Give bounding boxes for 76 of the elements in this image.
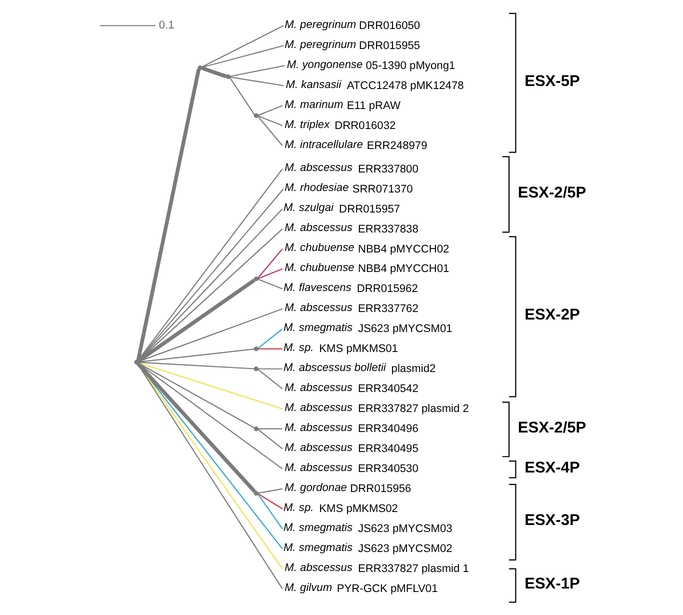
node-point (253, 366, 258, 372)
connector (138, 362, 254, 428)
connector (138, 362, 254, 370)
label: ESX-5P (524, 72, 580, 90)
node-text: M. triplex DRR016032 (284, 118, 396, 132)
node-point (253, 113, 258, 118)
connector (136, 278, 255, 363)
node-text: M. gordonae DRR015956 (284, 482, 411, 496)
node-point (197, 66, 202, 70)
node-text: M. flavescens DRR015962 (283, 282, 418, 296)
node-text: M. sp. KMS pMKMS01 (283, 342, 398, 356)
label: ESX-2P (524, 306, 580, 324)
label: 0.1 (158, 19, 174, 32)
node-text: M. smegmatis JS623 pMYCSM02 (283, 542, 452, 556)
connector (229, 76, 284, 86)
connector (136, 68, 200, 362)
node-text: M. chubuense NBB4 pMYCCH01 (284, 262, 449, 276)
node-point (134, 360, 139, 365)
connector (258, 116, 282, 126)
connector (258, 278, 282, 290)
connector (258, 105, 282, 116)
node-text: M. peregrinum DRR015955 (284, 38, 420, 52)
node-text: M. abscessus ERR340542 (284, 382, 418, 396)
connector (136, 362, 256, 493)
node-text: M. abscessus ERR340496 (284, 422, 418, 436)
node-text: M. rhodesiae SRR071370 (284, 182, 412, 196)
connector (258, 348, 282, 350)
node-text: M. abscessus ERR340530 (284, 462, 418, 476)
connector (256, 116, 282, 146)
connector (258, 268, 282, 279)
label: ESX-2/5P (517, 419, 586, 436)
node-text: M. marinum E11 pRAW (284, 98, 400, 112)
node-text: M. abscessus ERR337827 plasmid 2 (284, 402, 468, 416)
connector (228, 77, 254, 116)
node-text: M. szulgai DRR015957 (283, 202, 400, 216)
connector (201, 25, 284, 68)
connector (138, 308, 282, 362)
node-text: M. abscessus ERR337762 (284, 302, 418, 316)
connector (256, 494, 282, 530)
connector (258, 368, 282, 370)
connector (137, 362, 282, 470)
label: ESX-1P (524, 575, 580, 592)
connector (257, 328, 282, 349)
node-text: M. chubuense NBB4 pMYCCH02 (284, 242, 449, 256)
node-point (253, 426, 258, 432)
node-text: M. abscessus ERR337838 (284, 222, 418, 236)
node-text: M. smegmatis JS623 pMYCSM01 (283, 322, 452, 336)
node-text: M. sp. KMS pMKMS02 (283, 502, 398, 516)
node-text: M. abscessus ERR337827 plasmid 1 (284, 562, 468, 576)
connector (229, 65, 284, 77)
connector (138, 348, 254, 363)
connector (257, 428, 282, 450)
connector (258, 428, 282, 430)
label: ESX-4P (524, 459, 580, 476)
node-text: M. yongonense 05-1390 pMyong1 (286, 58, 455, 72)
node-text: M. kansasii ATCC12478 pMK12478 (285, 78, 464, 92)
connector (258, 488, 282, 494)
connector (257, 368, 282, 390)
connector (258, 493, 282, 510)
connector (201, 45, 284, 68)
node-text: M. peregrinum DRR016050 (284, 18, 420, 32)
node-point (253, 346, 258, 352)
label: ESX-2/5P (517, 184, 586, 202)
node-point (253, 276, 258, 282)
node-point (253, 490, 258, 496)
connector (201, 66, 226, 78)
node-text: M. abscessus ERR340495 (284, 442, 418, 456)
node-text: M. gilvum PYR-GCK pMFLV01 (284, 582, 438, 596)
node-text: M. smegmatis JS623 pMYCSM03 (283, 522, 452, 536)
node-text: M. intracellulare ERR248979 (284, 138, 427, 152)
label: ESX-3P (524, 512, 580, 530)
node-text: M. abscessus bolletii plasmid2 (283, 362, 436, 376)
node-point (225, 74, 230, 80)
connector (138, 362, 282, 410)
connector (256, 248, 282, 278)
node-text: M. abscessus ERR337800 (284, 162, 418, 176)
